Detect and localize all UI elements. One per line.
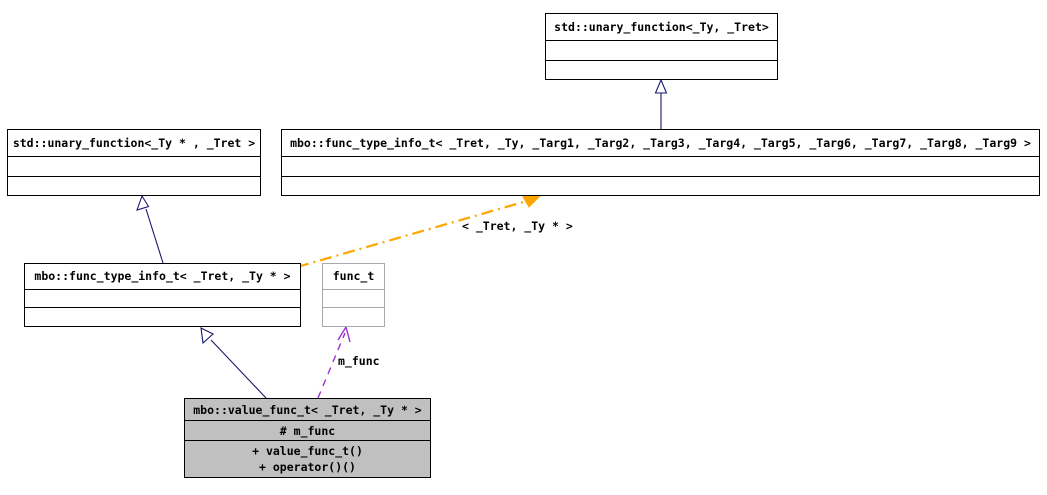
class-node-attributes (8, 156, 260, 176)
class-node-std-unary-function[interactable]: std::unary_function<_Ty, _Tret> (545, 13, 778, 80)
class-node-attributes: # m_func (185, 420, 430, 440)
class-node-title: func_t (332, 269, 375, 284)
class-node-title: mbo::func_type_info_t< _Tret, _Ty * > (34, 269, 291, 284)
class-node-func-t[interactable]: func_t (322, 263, 385, 327)
class-node-mbo-func-type-info-t-full[interactable]: mbo::func_type_info_t< _Tret, _Ty, _Targ… (281, 129, 1040, 196)
class-node-attributes (25, 288, 300, 308)
edge-inherit-ptrinfo-to-unaryfnptr (136, 194, 164, 264)
class-operation-item: + value_func_t() (252, 444, 363, 458)
class-node-std-unary-function-ptr[interactable]: std::unary_function<_Ty * , _Tret > (7, 129, 261, 196)
class-node-operations (323, 307, 384, 326)
class-node-operations (8, 176, 260, 195)
edge-label-template-args: < _Tret, _Ty * > (462, 219, 573, 233)
edge-inherit-valuefunc-to-ptrinfo (200, 327, 267, 399)
class-node-attributes (546, 40, 777, 60)
class-operation-item: + operator()() (259, 460, 356, 474)
class-node-operations (282, 176, 1039, 195)
class-node-title: std::unary_function<_Ty, _Tret> (554, 20, 769, 34)
edge-label-m-func: m_func (338, 354, 380, 368)
class-node-operations (546, 60, 777, 79)
class-node-operations: + value_func_t() + operator()() (185, 440, 430, 477)
class-node-mbo-value-func-t[interactable]: mbo::value_func_t< _Tret, _Ty * > # m_fu… (184, 398, 431, 478)
class-node-attributes (323, 288, 384, 308)
class-node-operations (25, 307, 300, 326)
class-attribute-item: # m_func (279, 423, 336, 438)
edge-inherit-fullinfo-to-unaryfn (654, 78, 668, 129)
class-node-mbo-func-type-info-t-ptr[interactable]: mbo::func_type_info_t< _Tret, _Ty * > (24, 263, 301, 327)
class-node-attributes (282, 156, 1039, 176)
class-node-title: std::unary_function<_Ty * , _Tret > (12, 136, 256, 150)
class-node-title: mbo::value_func_t< _Tret, _Ty * > (193, 402, 422, 417)
class-node-title: mbo::func_type_info_t< _Tret, _Ty, _Targ… (290, 136, 1031, 150)
